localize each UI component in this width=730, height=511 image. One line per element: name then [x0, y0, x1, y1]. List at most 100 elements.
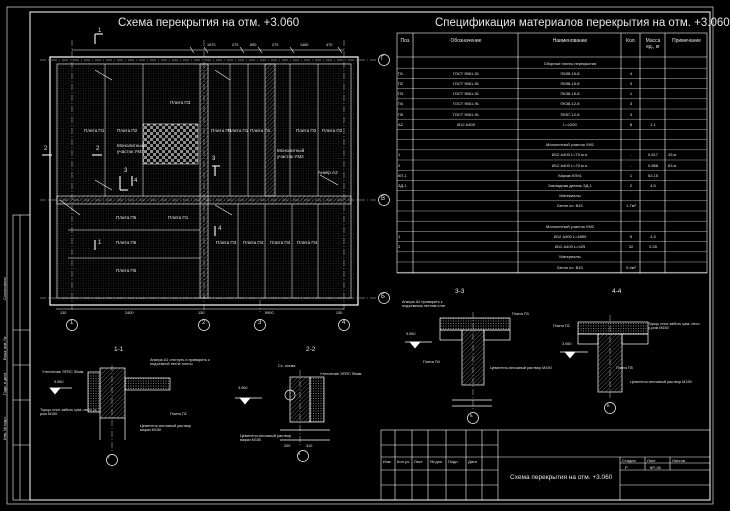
dimension-label: 5900	[265, 311, 274, 315]
binding-strip	[12, 214, 31, 501]
spec-cell: 4.3	[650, 233, 656, 239]
spec-cell: Монолитный участок УМ2	[545, 223, 595, 229]
spec-cell: ГОСТ 9561-91	[452, 80, 480, 86]
axis-bubble-label: В	[381, 196, 386, 202]
section-3-3-note: В	[470, 414, 473, 418]
slab-label: Плита П4	[297, 240, 318, 245]
binding-strip-label: Взам. инв. №	[3, 336, 7, 360]
slab-label: Плита П1	[168, 215, 189, 220]
spec-cell: 1	[398, 152, 401, 158]
slab-label: Плита П5	[116, 240, 137, 245]
section-3-3-note: Цементно-песчаный раствор М150	[490, 366, 552, 370]
section-3-3-note: Плита П4	[423, 360, 440, 364]
cut-marker-label: 1	[98, 28, 102, 34]
spec-cell: КП-1	[398, 172, 407, 178]
stamp-column-header: Подп.	[448, 459, 459, 464]
dimension-label: 270	[232, 43, 239, 47]
spec-cell: ГОСТ 9561-91	[452, 111, 480, 117]
slab-label: Плита П1	[211, 128, 232, 133]
spec-cell: Ø12 А400 L=70 м.п.	[551, 152, 589, 158]
section-3-3-note: Плита П3	[512, 312, 529, 316]
section-1-1-note: Г	[108, 456, 111, 460]
section-4-4-note: Цементно-песчаный раствор М150	[630, 380, 692, 384]
spec-header-cell: Примечание	[672, 38, 701, 44]
slab-label: Плита П5	[116, 215, 137, 220]
section-2-2-note: 410	[306, 444, 313, 448]
axis-bubble-label: 4	[342, 320, 346, 326]
spec-cell: Бетон кл. В15	[557, 203, 583, 209]
slab-label: Плита П2	[296, 128, 317, 133]
floor-plan	[40, 33, 390, 331]
dimension-label: 130	[198, 311, 205, 315]
section-2-2-title: 2-2	[306, 346, 316, 353]
spec-cell: ГОСТ 9561-91	[452, 91, 480, 97]
dimension-label: 130	[60, 311, 67, 315]
spec-cell: 52.15	[647, 172, 658, 178]
spec-cell: ГОСТ 9561-91	[452, 101, 480, 107]
dimension-label: 1970	[207, 43, 216, 47]
spec-cell: 3	[629, 80, 633, 86]
dimension-label: 2400	[125, 311, 134, 315]
slab-label: Плита П1	[250, 128, 271, 133]
dimension-label: 130	[336, 311, 343, 315]
mono-zone-1-label: Монолитный	[117, 143, 145, 148]
spec-cell: 0.617	[647, 152, 658, 158]
mono-zone-1-label: участок УМ1	[117, 149, 144, 154]
section-3-3-note: Анкера А2 приварить к подъемным петлям п…	[402, 300, 446, 308]
spec-cell: ПК58-15-8	[560, 70, 580, 76]
dimension-label: 270	[272, 43, 279, 47]
spec-cell: 1.7м³	[626, 203, 636, 209]
stamp-title: Схема перекрытия на отм. +3.060	[510, 474, 613, 481]
section-4-4-note: Плита П5	[616, 366, 633, 370]
section-4-4-drawing	[560, 315, 649, 414]
spec-cell: Ø12 А400 L=4850	[553, 233, 587, 239]
spec-cell: -	[630, 152, 632, 158]
spec-cell: 0.4м³	[626, 264, 636, 270]
section-1-1-note: Анкера А1 отогнуть и приварить к подъемн…	[150, 358, 210, 366]
slab-label: Плита П5	[116, 268, 137, 273]
section-2-2-note: Сх. схема	[278, 364, 296, 368]
plan-title: Схема перекрытия на отм. +3.060	[118, 17, 300, 29]
anchor-label: Анкер А2	[318, 170, 338, 175]
spec-cell: Ø12 А400 L=425	[554, 244, 586, 250]
binding-strip-label: Подп. и дата	[3, 372, 7, 395]
spec-cell: П3	[398, 91, 404, 97]
title-block-grid	[380, 429, 711, 501]
section-2-2-note: Цементно-песчаный раствор марки М150	[240, 434, 292, 442]
spec-cell: П5	[398, 111, 404, 117]
stamp-stage-value: КР-26	[650, 464, 661, 470]
spec-cell: ПК57-12-8	[560, 111, 580, 117]
spec-header-cell: Кол.	[626, 38, 636, 44]
section-1-1-note: Торцы плит забить цем.-песч. р-ром М150	[40, 408, 97, 416]
spec-cell: ПК38-12-8	[560, 101, 580, 107]
spec-cell: 5	[629, 233, 633, 239]
stamp-column-header: Дата	[468, 459, 477, 464]
spec-cell: А2	[398, 121, 403, 127]
cut-marker-label: 4	[134, 178, 138, 184]
spec-cell: ЗД-1	[398, 182, 407, 188]
slab-label: Плита П3	[216, 240, 237, 245]
section-1-1-drawing	[49, 365, 171, 466]
section-3-3-title: 3-3	[455, 288, 465, 295]
stamp-column-header: Кол.уч.	[397, 459, 411, 464]
section-1-1-note: Цементно-песчаный раствор марки М150	[140, 424, 192, 432]
spec-header-cell: Обозначение	[450, 38, 482, 44]
slab-label: Плита П1	[84, 128, 105, 133]
spec-header-cell: Масса ед., кг	[645, 38, 661, 50]
dimension-label: 1480	[300, 43, 309, 47]
axis-bubble-label: 2	[202, 320, 206, 326]
spec-cell: 2	[629, 182, 633, 188]
stamp-column-header: Изм.	[383, 459, 392, 464]
section-3-3-note: 3.060	[406, 332, 416, 336]
spec-cell: 32	[628, 244, 634, 250]
cut-marker-label: 3	[124, 168, 128, 174]
stamp-stage-value: Р	[625, 464, 628, 470]
spec-cell: 3	[629, 111, 633, 117]
spec-cell: Бетон кл. В15	[557, 264, 583, 270]
slab-label: Плита П3	[170, 100, 191, 105]
cut-marker-label: 2	[96, 146, 100, 152]
section-2-2-note: 3.060	[238, 386, 248, 390]
spec-cell: L=1200	[563, 121, 577, 127]
spec-cell: 4.5	[650, 182, 656, 188]
